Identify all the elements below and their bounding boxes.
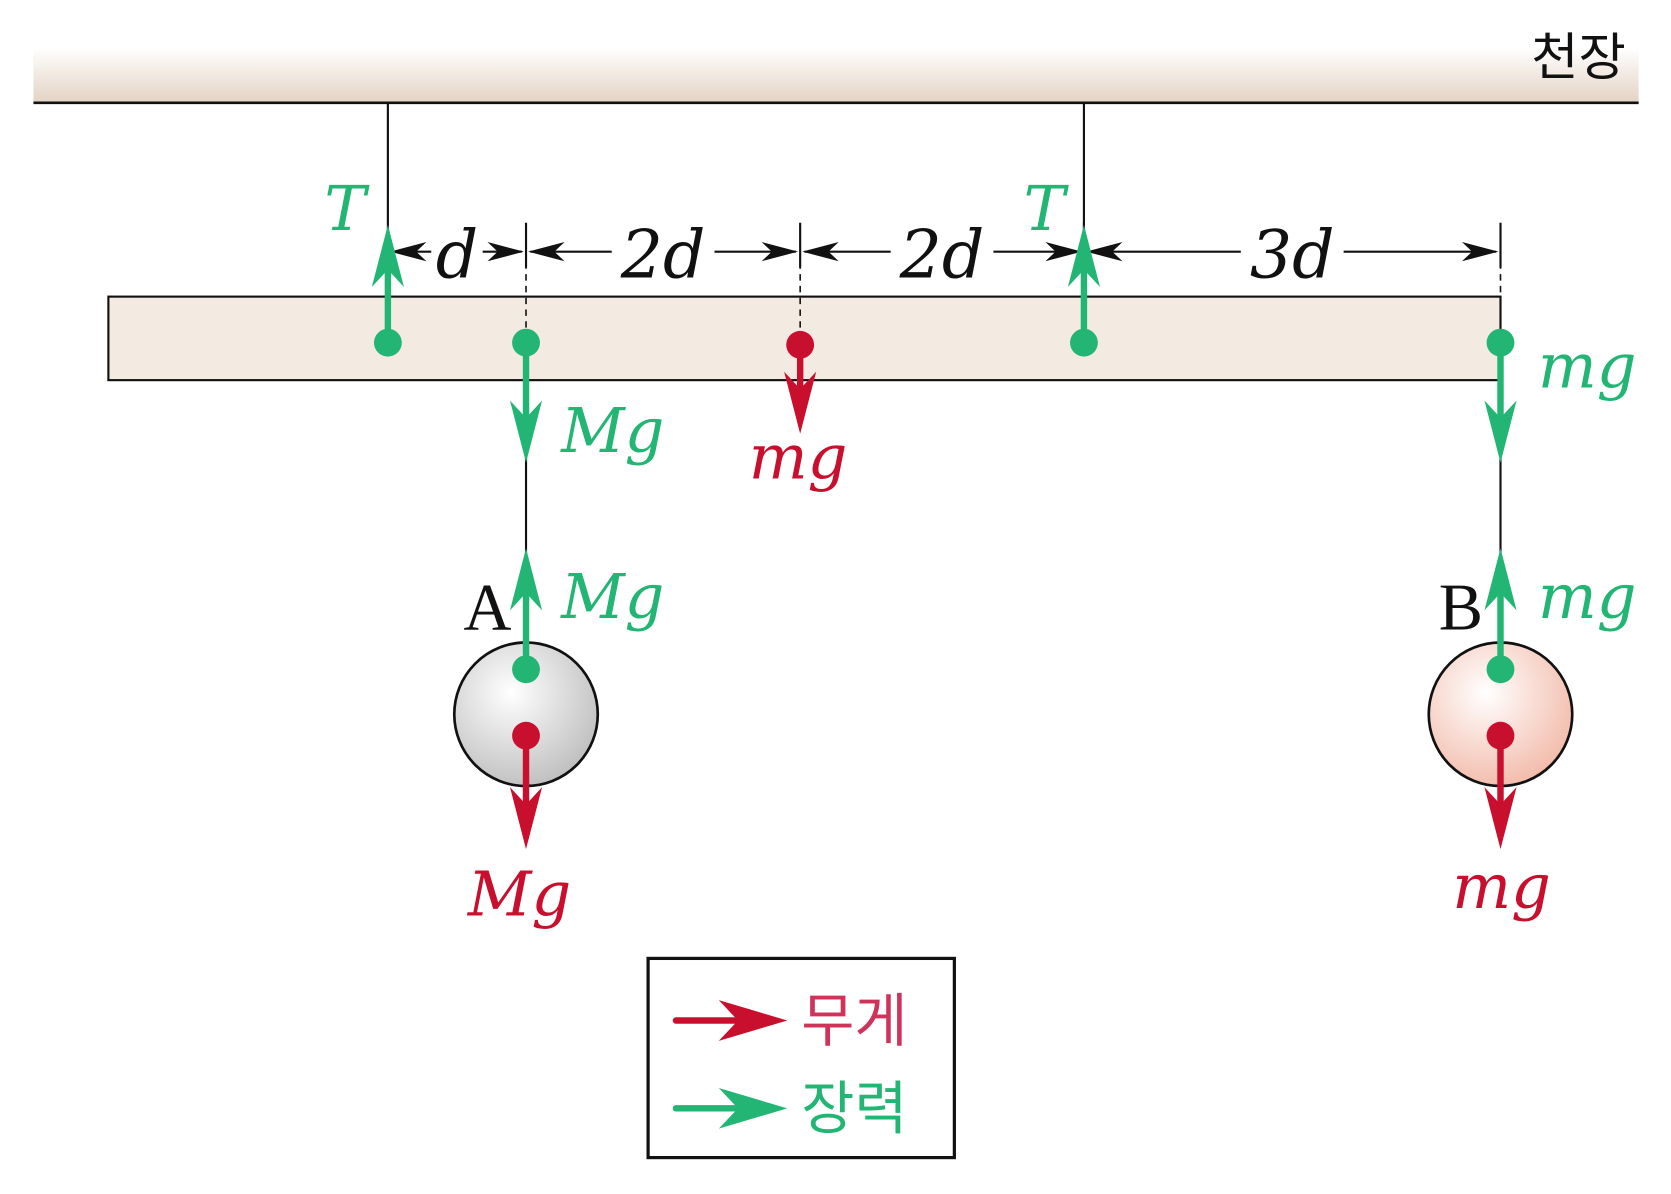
arrow-head-icon: [1484, 548, 1517, 611]
arrow-head-icon: [509, 400, 543, 463]
arrow-head-icon: [509, 548, 543, 611]
ball-a-weight-arrow: [509, 721, 543, 850]
ball-b-label: B: [1439, 572, 1483, 645]
dimension-segment: 3d: [1086, 215, 1499, 293]
bar-weight-arrow: [784, 330, 817, 434]
tension-right-label: T: [1024, 172, 1070, 245]
rope-a-on-bar-arrow: [509, 328, 543, 463]
application-point: [1070, 328, 1098, 357]
ball-b-weight-label: mg: [1452, 850, 1551, 923]
rope-a-on-bar-label: Mg: [560, 394, 664, 467]
arrow-head-icon: [718, 1087, 788, 1129]
dimension-segment: 2d: [802, 215, 1082, 293]
rope-a-on-ball-arrow: [509, 548, 543, 684]
legend: 무게 장력: [646, 956, 956, 1160]
legend-tension-label: 장력: [801, 1075, 907, 1143]
dimension-arrow-icon: [802, 242, 839, 262]
arrow-head-icon: [371, 224, 404, 287]
dimension-segment: d: [390, 215, 524, 293]
arrow-head-icon: [1484, 400, 1517, 463]
ball-b-weight-arrow: [1484, 721, 1517, 850]
legend-weight-label: 무게: [801, 987, 907, 1055]
rope-b-on-ball-arrow: [1484, 548, 1517, 684]
bar-weight-label: mg: [749, 421, 848, 494]
rope-a-on-ball-label: Mg: [560, 560, 664, 633]
dimension-label: 3d: [1250, 215, 1335, 293]
tension-left-arrow: [371, 224, 404, 357]
ball-a-weight-label: Mg: [467, 858, 571, 931]
application-point: [786, 330, 815, 359]
rope-b-on-bar-arrow: [1484, 328, 1517, 463]
rope-b-on-bar-label: mg: [1538, 330, 1637, 403]
legend-box: [646, 956, 956, 1160]
dimension-arrow-icon: [487, 242, 524, 262]
legend-tension-arrow-icon: [672, 1087, 788, 1129]
application-point: [512, 721, 540, 750]
application-point: [1486, 721, 1515, 750]
application-point: [512, 328, 540, 357]
dimension-arrow-icon: [390, 242, 427, 262]
dimension-arrow-icon: [1086, 242, 1123, 262]
dimension-arrow-icon: [1045, 242, 1082, 262]
tension-left-label: T: [324, 172, 370, 245]
rope-b-on-ball-label: mg: [1538, 560, 1637, 633]
dimension-arrow-icon: [1461, 242, 1499, 262]
arrow-head-icon: [1067, 224, 1101, 287]
application-point: [1486, 655, 1515, 684]
arrow-head-icon: [1484, 787, 1517, 850]
tension-right-arrow: [1067, 224, 1101, 357]
dimension-arrow-icon: [528, 242, 565, 262]
dimension-label: 2d: [899, 215, 985, 293]
arrow-head-icon: [509, 787, 543, 850]
ball-a-label: A: [464, 572, 512, 645]
arrow-head-icon: [784, 371, 817, 434]
ceiling: [33, 48, 1639, 103]
force-arrows: [371, 224, 1517, 850]
dimension-lines: d 2d 2d 3d: [390, 215, 1502, 293]
dimension-label: 2d: [620, 215, 706, 293]
dimension-arrow-icon: [761, 242, 799, 262]
dimension-segment: 2d: [528, 215, 799, 293]
application-point: [512, 655, 540, 684]
legend-weight-arrow-icon: [672, 1000, 788, 1041]
ceiling-label: 천장: [1531, 28, 1626, 88]
application-point: [1486, 328, 1515, 357]
dimension-label: d: [436, 215, 479, 293]
application-point: [373, 328, 402, 357]
arrow-head-icon: [718, 1000, 788, 1041]
